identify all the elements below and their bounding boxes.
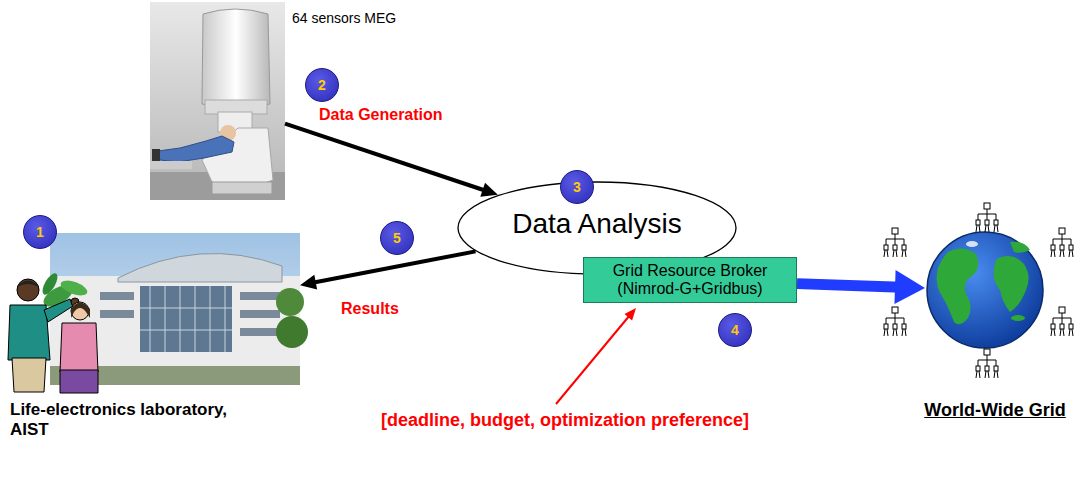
- laboratory-photo: [240, 292, 280, 300]
- edge-label: Data Generation: [318, 106, 444, 124]
- process-text: Data Analysis: [512, 208, 682, 240]
- callout-number: 1: [23, 215, 57, 249]
- meg-photo: [150, 161, 192, 169]
- laboratory-photo-node: Life-electronics laboratory, AIST: [0, 233, 300, 395]
- edge-label: Results: [340, 300, 400, 318]
- caption-text: Life-electronics laboratory, AIST: [10, 400, 245, 439]
- meg-photo: [158, 136, 234, 162]
- laboratory-photo: [100, 292, 134, 300]
- laboratory-photo: [276, 316, 308, 348]
- broker-text: Grid Resource Broker (Nimrod-G+Gridbus): [595, 262, 785, 299]
- broker-box: Grid Resource Broker (Nimrod-G+Gridbus): [583, 257, 797, 304]
- laboratory-photo: [240, 310, 280, 318]
- people-clipart: [17, 279, 39, 301]
- network-icons: [1051, 307, 1073, 336]
- grid-globe: World-Wide Grid: [925, 232, 1045, 348]
- laboratory-photo: [240, 328, 280, 336]
- globe-illustration: [927, 232, 1043, 348]
- network-icons: [884, 203, 1073, 378]
- caption-text: 64 sensors MEG: [292, 10, 396, 26]
- people-clipart: [59, 278, 89, 299]
- arrow-head: [480, 183, 498, 197]
- network-icons: [1051, 228, 1073, 257]
- leader-arrow: [556, 315, 630, 404]
- meg-photo: [150, 2, 285, 200]
- connector-line: [313, 251, 476, 282]
- arrow-head: [894, 270, 925, 304]
- people-clipart: [40, 271, 61, 297]
- people-clipart: [8, 271, 98, 393]
- people-clipart: [71, 303, 90, 319]
- laboratory-photo: [276, 288, 304, 316]
- laboratory-photo: [118, 254, 282, 283]
- callout-number: 5: [380, 221, 414, 255]
- caption-text: World-Wide Grid: [905, 400, 1081, 421]
- people-clipart: [60, 323, 98, 372]
- connector-line: [285, 124, 486, 191]
- globe-illustration: [1011, 315, 1025, 321]
- meg-photo: [202, 128, 273, 190]
- scanner-photo: 64 sensors MEG: [150, 2, 285, 200]
- meg-photo: [150, 2, 285, 200]
- laboratory-photo: [140, 286, 232, 352]
- callout-number: 2: [305, 68, 339, 102]
- meg-photo: [202, 9, 270, 108]
- laboratory-photo: [140, 286, 232, 352]
- network-icons: [884, 307, 906, 336]
- callout-number: 3: [560, 170, 594, 204]
- people-clipart: [8, 305, 50, 360]
- globe-illustration: [994, 256, 1029, 312]
- constraint-note: [deadline, budget, optimization preferen…: [380, 410, 750, 431]
- people-clipart: [44, 299, 73, 322]
- meg-photo: [212, 182, 272, 194]
- meg-photo: [152, 149, 160, 161]
- network-icons: [976, 203, 998, 232]
- laboratory-photo: [50, 233, 300, 385]
- arrow-head: [300, 275, 317, 290]
- people-clipart: [17, 281, 39, 288]
- connector-arrow: [285, 124, 498, 197]
- leader-arrow: [556, 308, 636, 404]
- people-clipart: [71, 302, 89, 320]
- people-clipart: [12, 358, 46, 392]
- network-icons: [884, 228, 906, 257]
- globe-illustration: [937, 248, 979, 324]
- network-icons: [976, 349, 998, 378]
- connector-line: [797, 284, 901, 288]
- laboratory-photo: [100, 310, 134, 318]
- people-clipart: [60, 370, 98, 393]
- laboratory-photo: [50, 233, 308, 385]
- globe-illustration: [927, 232, 1043, 348]
- globe-illustration: [1010, 242, 1030, 253]
- connector-arrow: [300, 251, 476, 289]
- connector-arrow: [797, 270, 925, 304]
- callout-number: 4: [718, 313, 752, 347]
- leader-arrow: [625, 308, 637, 320]
- globe-illustration: [966, 241, 978, 247]
